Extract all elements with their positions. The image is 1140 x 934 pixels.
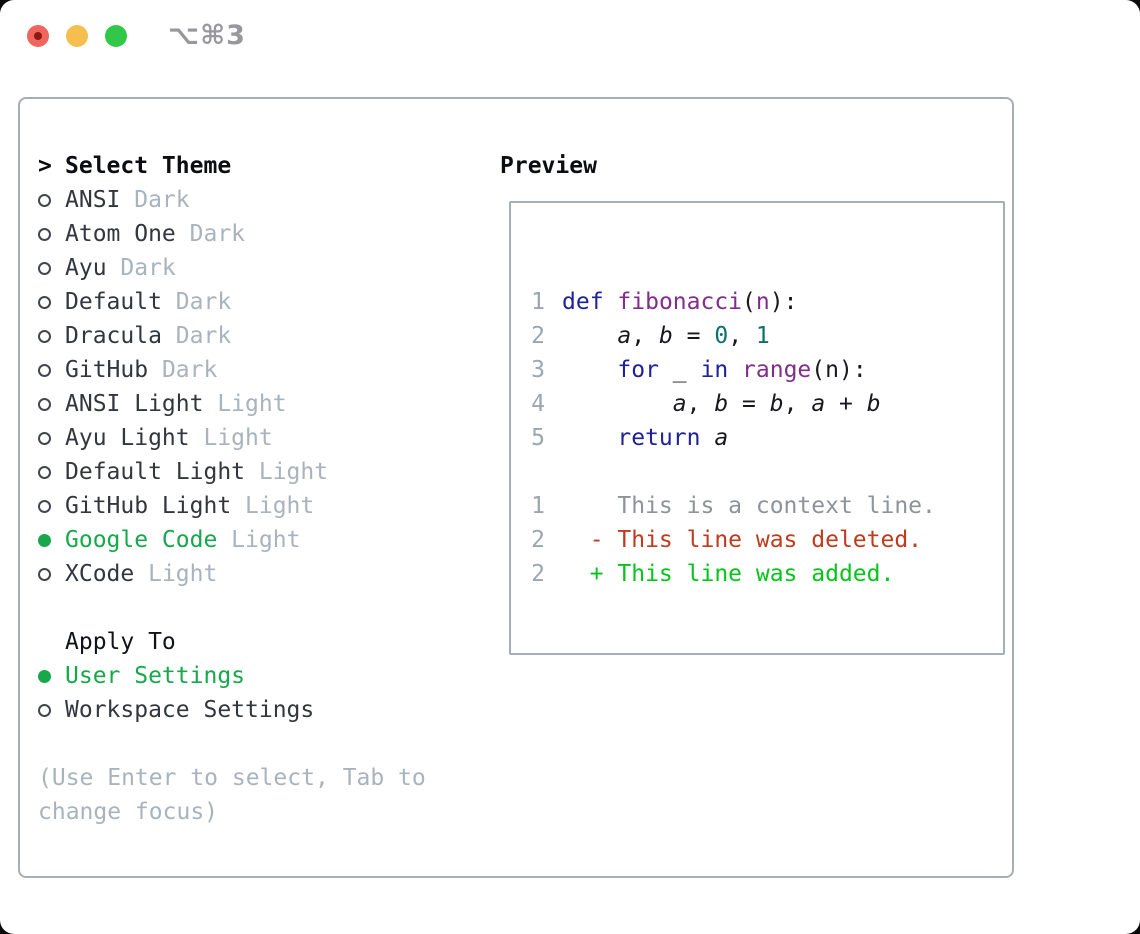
- theme-option-ansi-light-light[interactable]: ANSI Light Light: [38, 387, 468, 421]
- diff-preview: 1 This is a context line.2 - This line w…: [530, 489, 1003, 591]
- option-label: ANSI Dark: [65, 187, 190, 213]
- option-label: XCode Light: [65, 561, 218, 587]
- line-number: 2: [531, 323, 545, 349]
- close-button-icon[interactable]: [27, 25, 49, 47]
- radio-selected-icon: [38, 533, 51, 547]
- radio-icon: [38, 295, 51, 309]
- theme-option-github-light-light[interactable]: GitHub Light Light: [38, 489, 468, 523]
- line-number: 2: [531, 527, 545, 553]
- option-label: Ayu Dark: [65, 255, 176, 281]
- diff-line-context: 1 This is a context line.: [530, 489, 1003, 523]
- code-line: 4 a, b = b, a + b: [530, 387, 1003, 421]
- apply-option-workspace-settings[interactable]: Workspace Settings: [38, 693, 468, 727]
- radio-icon: [38, 363, 51, 377]
- option-label: Ayu Light Light: [65, 425, 273, 451]
- option-label: Workspace Settings: [65, 697, 315, 723]
- diff-line-added: 2 + This line was added.: [530, 557, 1003, 591]
- radio-icon: [38, 193, 51, 207]
- option-label: Default Light Light: [65, 459, 329, 485]
- theme-option-github-dark[interactable]: GitHub Dark: [38, 353, 468, 387]
- option-label: Google Code Light: [65, 527, 301, 553]
- radio-icon: [38, 431, 51, 445]
- spacer: [530, 251, 1003, 285]
- theme-option-ayu-dark[interactable]: Ayu Dark: [38, 251, 468, 285]
- line-number: 3: [531, 357, 545, 383]
- line-number: 5: [531, 425, 545, 451]
- radio-icon: [38, 397, 51, 411]
- theme-option-atom-one-dark[interactable]: Atom One Dark: [38, 217, 468, 251]
- radio-icon: [38, 465, 51, 479]
- radio-icon: [38, 227, 51, 241]
- theme-option-ayu-light-light[interactable]: Ayu Light Light: [38, 421, 468, 455]
- theme-option-xcode-light[interactable]: XCode Light: [38, 557, 468, 591]
- theme-option-ansi-dark[interactable]: ANSI Dark: [38, 183, 468, 217]
- option-label: GitHub Dark: [65, 357, 218, 383]
- help-text: (Use Enter to select, Tab to change focu…: [38, 765, 426, 825]
- preview-title: Preview: [500, 153, 597, 179]
- option-label: User Settings: [65, 663, 246, 689]
- code-line: 3 for _ in range(n):: [530, 353, 1003, 387]
- code-line: 5 return a: [530, 421, 1003, 455]
- option-label: Atom One Dark: [65, 221, 246, 247]
- radio-icon: [38, 261, 51, 275]
- apply-option-user-settings[interactable]: User Settings: [38, 659, 468, 693]
- select-theme-header: > Select Theme: [38, 149, 468, 183]
- window-shortcut: ⌥⌘3: [168, 20, 246, 51]
- traffic-lights: [27, 25, 127, 47]
- apply-to-title: Apply To: [65, 629, 176, 655]
- option-label: GitHub Light Light: [65, 493, 315, 519]
- option-label: Default Dark: [65, 289, 232, 315]
- option-label: ANSI Light Light: [65, 391, 287, 417]
- diff-line-deleted: 2 - This line was deleted.: [530, 523, 1003, 557]
- radio-icon: [38, 329, 51, 343]
- radio-icon: [38, 499, 51, 513]
- spacer: [530, 455, 1003, 489]
- radio-selected-icon: [38, 669, 51, 683]
- theme-option-default-light-light[interactable]: Default Light Light: [38, 455, 468, 489]
- theme-option-dracula-dark[interactable]: Dracula Dark: [38, 319, 468, 353]
- radio-icon: [38, 703, 51, 717]
- radio-icon: [38, 567, 51, 581]
- code-line: 2 a, b = 0, 1: [530, 319, 1003, 353]
- theme-option-google-code-light[interactable]: Google Code Light: [38, 523, 468, 557]
- line-number: 1: [531, 289, 545, 315]
- line-number: 4: [531, 391, 545, 417]
- theme-option-default-dark[interactable]: Default Dark: [38, 285, 468, 319]
- line-number: 1: [531, 493, 545, 519]
- apply-to-header: Apply To: [38, 625, 468, 659]
- zoom-button-icon[interactable]: [105, 25, 127, 47]
- prompt-icon: >: [38, 153, 52, 179]
- spacer: [38, 591, 468, 625]
- line-number: 2: [531, 561, 545, 587]
- minimize-button-icon[interactable]: [66, 25, 88, 47]
- select-theme-title: Select Theme: [65, 153, 232, 179]
- option-label: Dracula Dark: [65, 323, 232, 349]
